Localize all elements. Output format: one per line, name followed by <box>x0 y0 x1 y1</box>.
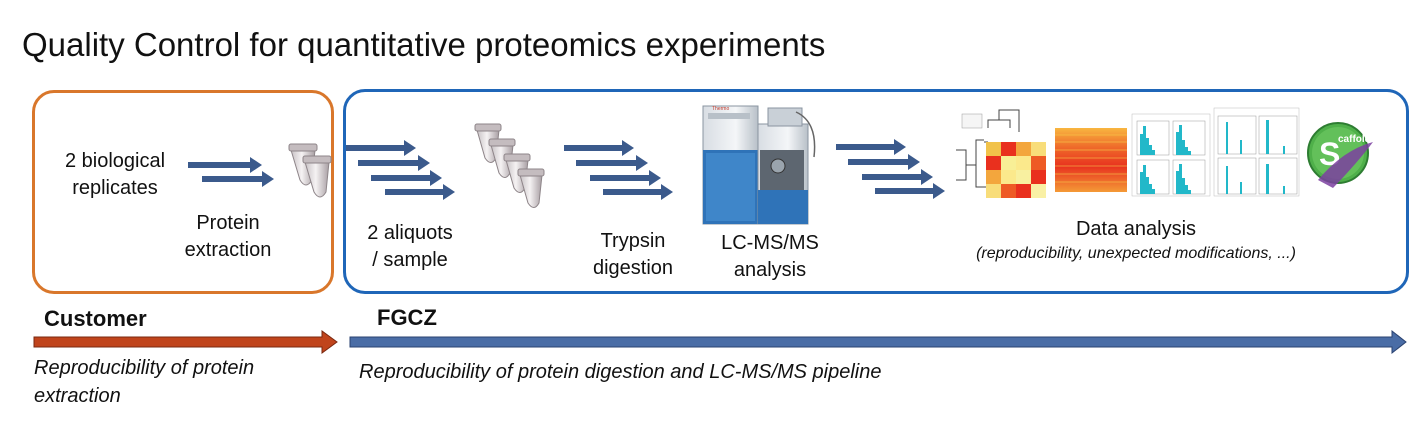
customer-timeline-arrow <box>33 330 338 354</box>
heatmap-icon <box>1055 128 1127 192</box>
arrow-small-icon <box>202 171 274 187</box>
arrow-small-icon <box>188 157 262 173</box>
scaffold-logo-icon: S caffold <box>1307 122 1373 188</box>
customer-label: Customer <box>44 306 147 331</box>
customer-box <box>32 90 334 294</box>
fgcz-label: FGCZ <box>377 305 437 330</box>
arrow-small-icon <box>346 140 416 156</box>
arrows-aliquots <box>346 140 455 200</box>
tube-icon <box>488 138 516 178</box>
arrow-small-icon <box>875 183 945 199</box>
data-analysis-note: (reproducibility, unexpected modificatio… <box>976 245 1296 262</box>
trypsin-label: Trypsin digestion <box>592 230 674 279</box>
arrow-small-icon <box>564 140 634 156</box>
arrows-trypsin <box>564 140 673 200</box>
arrow-small-icon <box>590 170 661 186</box>
arrow-small-icon <box>358 155 430 171</box>
page-title: Quality Control for quantitative proteom… <box>22 26 826 63</box>
fgcz-timeline-arrow <box>349 329 1407 355</box>
aliquots-label: 2 aliquots / sample <box>367 222 453 271</box>
arrows-customer <box>188 157 274 187</box>
arrows-data <box>836 139 945 199</box>
mass-spectrometer-icon: Thermo <box>702 105 816 225</box>
replicates-label: 2 biological replicates <box>64 150 166 199</box>
arrow-small-icon <box>836 139 906 155</box>
tube-icon <box>517 168 545 208</box>
data-analysis-label: Data analysis <box>1075 218 1197 240</box>
histogram-icon <box>1131 113 1211 197</box>
tube-icon <box>302 155 332 198</box>
lcms-label: LC-MS/MS analysis <box>721 232 819 281</box>
arrow-small-icon <box>862 169 933 185</box>
customer-note: Reproducibility of protein extraction <box>34 357 255 407</box>
fgcz-box <box>343 89 1409 294</box>
heatmap-icon <box>956 109 1046 198</box>
arrow-small-icon <box>848 154 920 170</box>
arrow-small-icon <box>385 184 455 200</box>
svg-text:Thermo: Thermo <box>712 106 729 112</box>
svg-text:caffold: caffold <box>1338 134 1371 145</box>
histogram-icon <box>1213 107 1300 197</box>
arrow-small-icon <box>576 155 648 171</box>
arrow-small-icon <box>603 184 673 200</box>
fgcz-note: Reproducibility of protein digestion and… <box>359 361 882 383</box>
extraction-label: Protein extraction <box>184 212 272 261</box>
arrow-small-icon <box>371 170 442 186</box>
